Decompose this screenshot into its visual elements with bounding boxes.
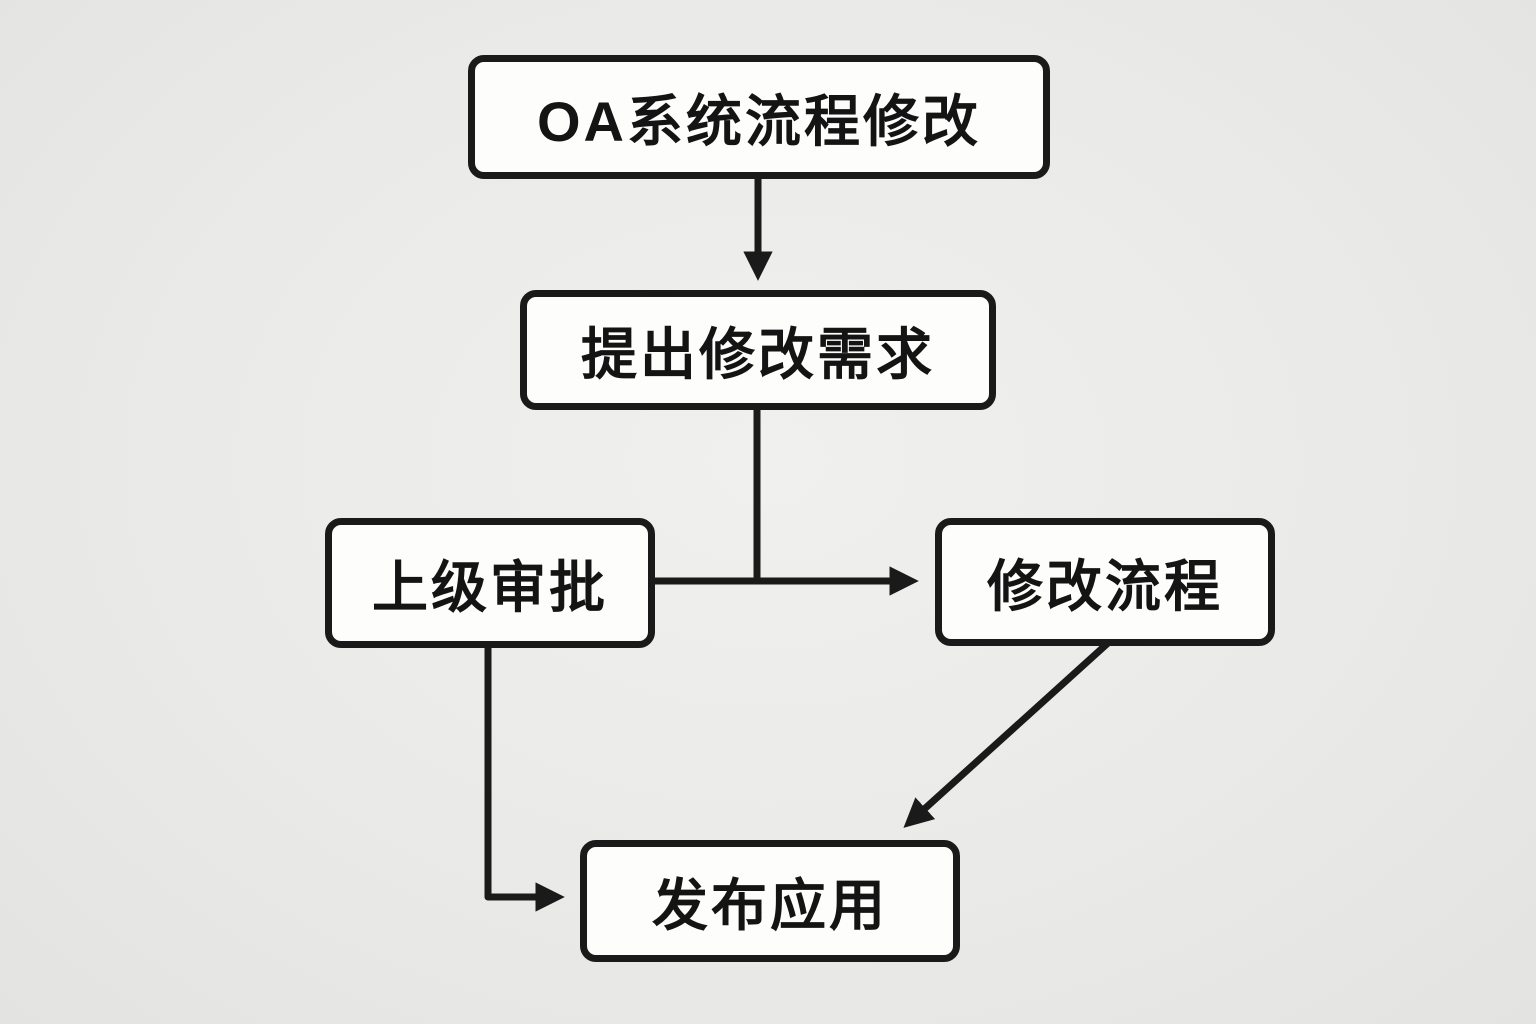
node-publish-application: 发布应用 <box>580 840 960 962</box>
node-publish-label: 发布应用 <box>652 873 888 937</box>
node-approve-label: 上级审批 <box>372 555 608 619</box>
edge-modify-to-publish <box>903 640 1111 828</box>
node-propose-modification-request: 提出修改需求 <box>520 290 996 410</box>
node-modify-process: 修改流程 <box>935 518 1275 646</box>
edge-approve-to-publish <box>484 645 565 912</box>
node-oa-label: OA系统流程修改 <box>537 89 981 153</box>
node-superior-approval: 上级审批 <box>325 518 655 648</box>
node-modify-label: 修改流程 <box>987 554 1223 618</box>
node-propose-label: 提出修改需求 <box>581 322 935 386</box>
node-oa-system-process-modification: OA系统流程修改 <box>468 55 1050 179</box>
